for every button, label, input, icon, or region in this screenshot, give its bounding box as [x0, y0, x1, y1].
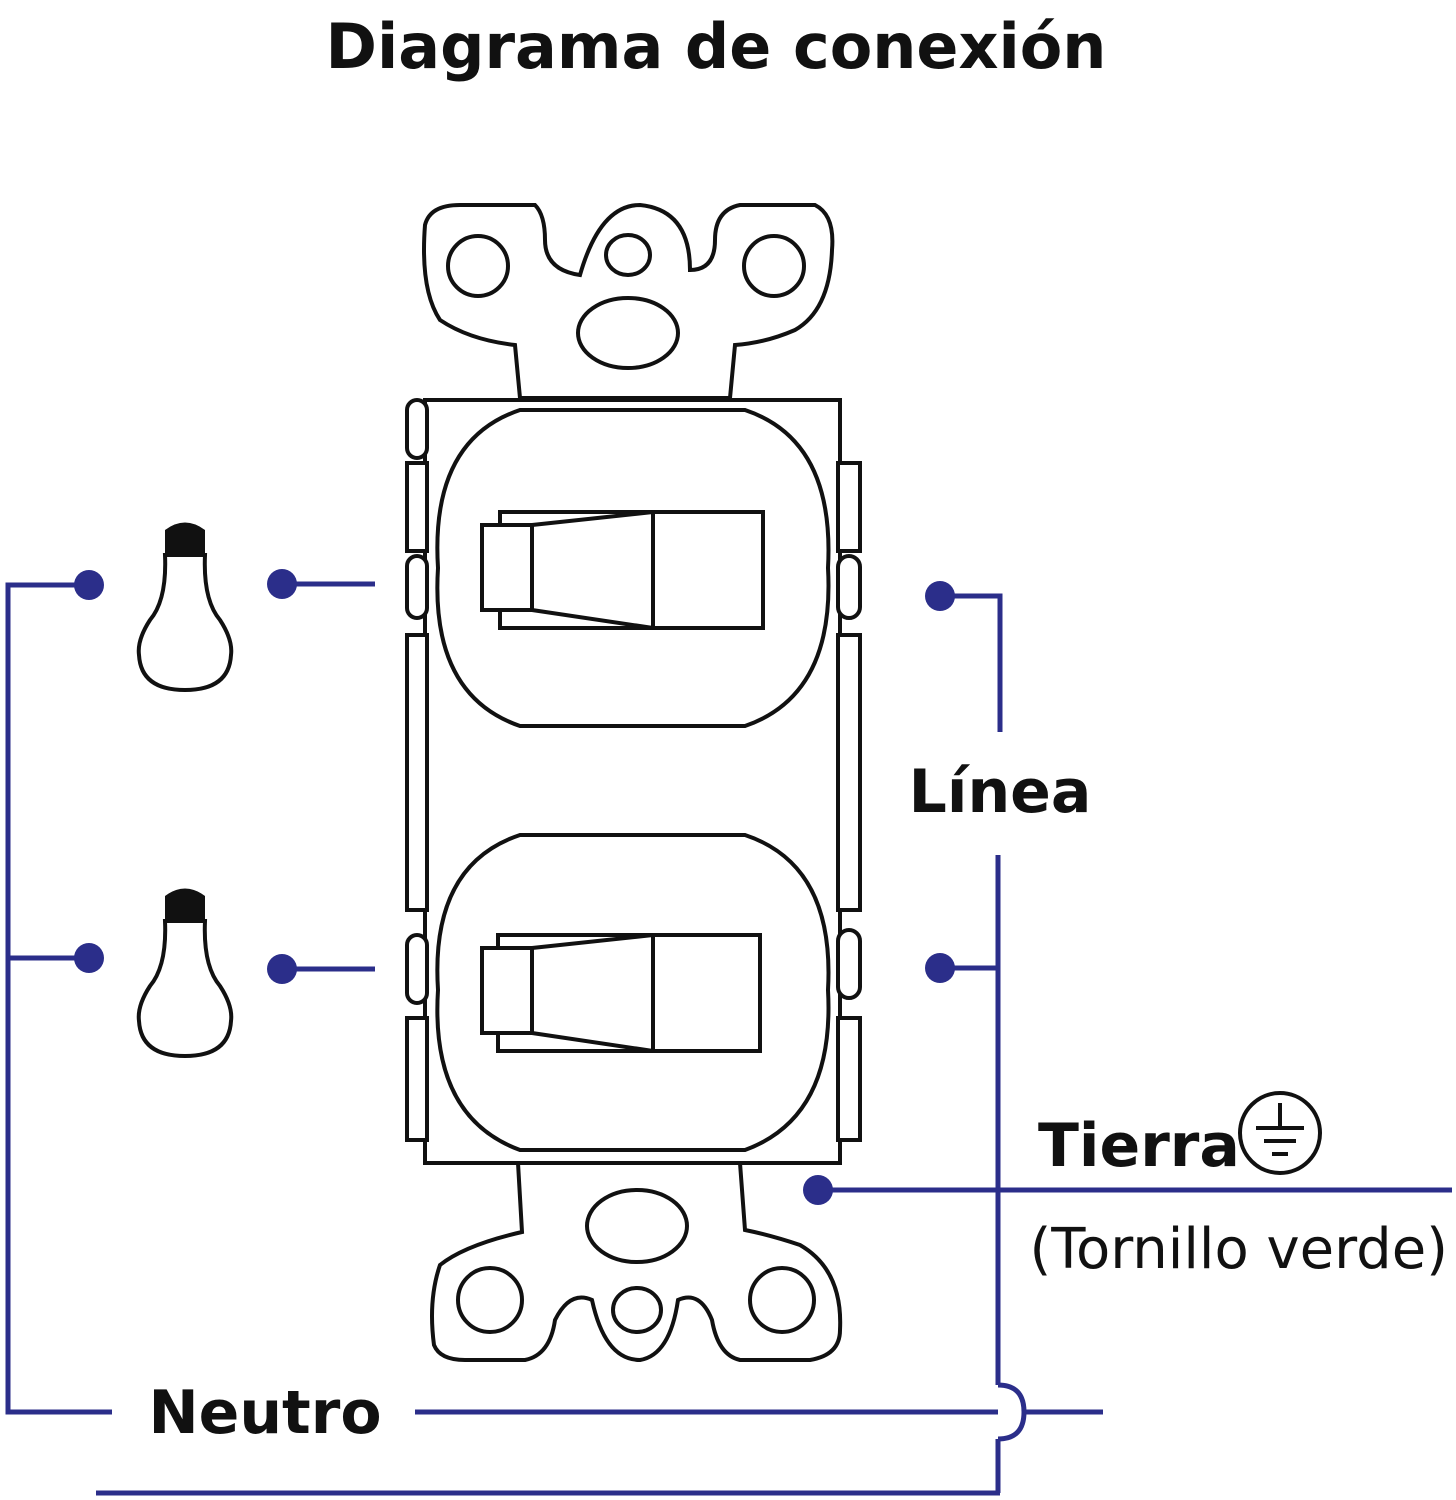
light-bulb-icon: [136, 888, 234, 1059]
diagram-title: Diagrama de conexión: [326, 10, 1107, 83]
switch-face-lower: [435, 833, 831, 1152]
mounting-ear-bottom: [430, 1161, 843, 1363]
ground-label: Tierra: [1038, 1111, 1240, 1181]
neutral-wire: [5, 570, 1103, 1415]
mounting-ear-top: [422, 202, 835, 400]
toggle-lever-lower[interactable]: [480, 933, 762, 1053]
switch-face-upper: [435, 408, 831, 728]
load-wire-lower: [267, 954, 375, 984]
right-side-terminals: [836, 461, 862, 1142]
toggle-lever-upper[interactable]: [480, 510, 765, 630]
line-label: Línea: [909, 757, 1092, 827]
earth-ground-icon: [1238, 1091, 1322, 1175]
ground-wire: [803, 1175, 1452, 1205]
line-wire: [96, 581, 1027, 1496]
neutral-label: Neutro: [148, 1378, 381, 1448]
ground-note: (Tornillo verde): [1029, 1217, 1448, 1282]
left-side-terminals: [405, 398, 429, 1142]
load-wire-upper: [267, 569, 375, 599]
light-bulb-icon: [136, 522, 234, 693]
